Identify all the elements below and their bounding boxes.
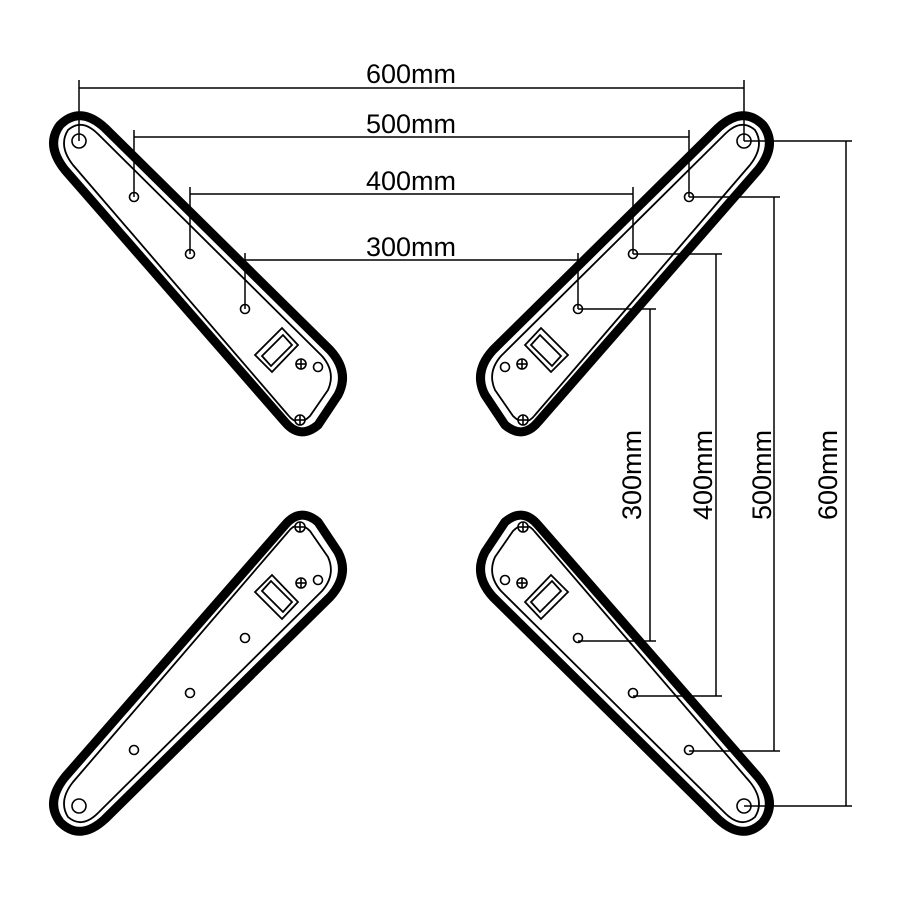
- horizontal-dimension-400: 400mm: [189, 166, 634, 254]
- bracket-arm-bottom-right: [481, 515, 770, 831]
- vertical-dimension-500: 500mm: [689, 196, 780, 752]
- dimension-label-300-horizontal: 300mm: [366, 232, 456, 262]
- dimension-label-600-horizontal: 600mm: [366, 59, 456, 89]
- dimension-label-500-horizontal: 500mm: [366, 109, 456, 139]
- vertical-dimension-600: 600mm: [744, 140, 852, 807]
- horizontal-dimension-600: 600mm: [78, 59, 745, 141]
- bracket-arm-top-left: [54, 116, 343, 432]
- vertical-dimension-400: 400mm: [633, 253, 722, 697]
- vertical-dimension-300: 300mm: [578, 308, 656, 642]
- dimension-label-400-vertical: 400mm: [688, 430, 718, 520]
- dimension-label-300-vertical: 300mm: [617, 430, 647, 520]
- bracket-arm-bottom-left: [54, 515, 343, 831]
- dimension-label-400-horizontal: 400mm: [366, 166, 456, 196]
- horizontal-dimension-300: 300mm: [244, 232, 579, 309]
- dimension-label-600-vertical: 600mm: [813, 430, 843, 520]
- dimension-label-500-vertical: 500mm: [747, 430, 777, 520]
- bracket-arm-top-right: [481, 116, 770, 432]
- horizontal-dimension-500: 500mm: [133, 109, 690, 197]
